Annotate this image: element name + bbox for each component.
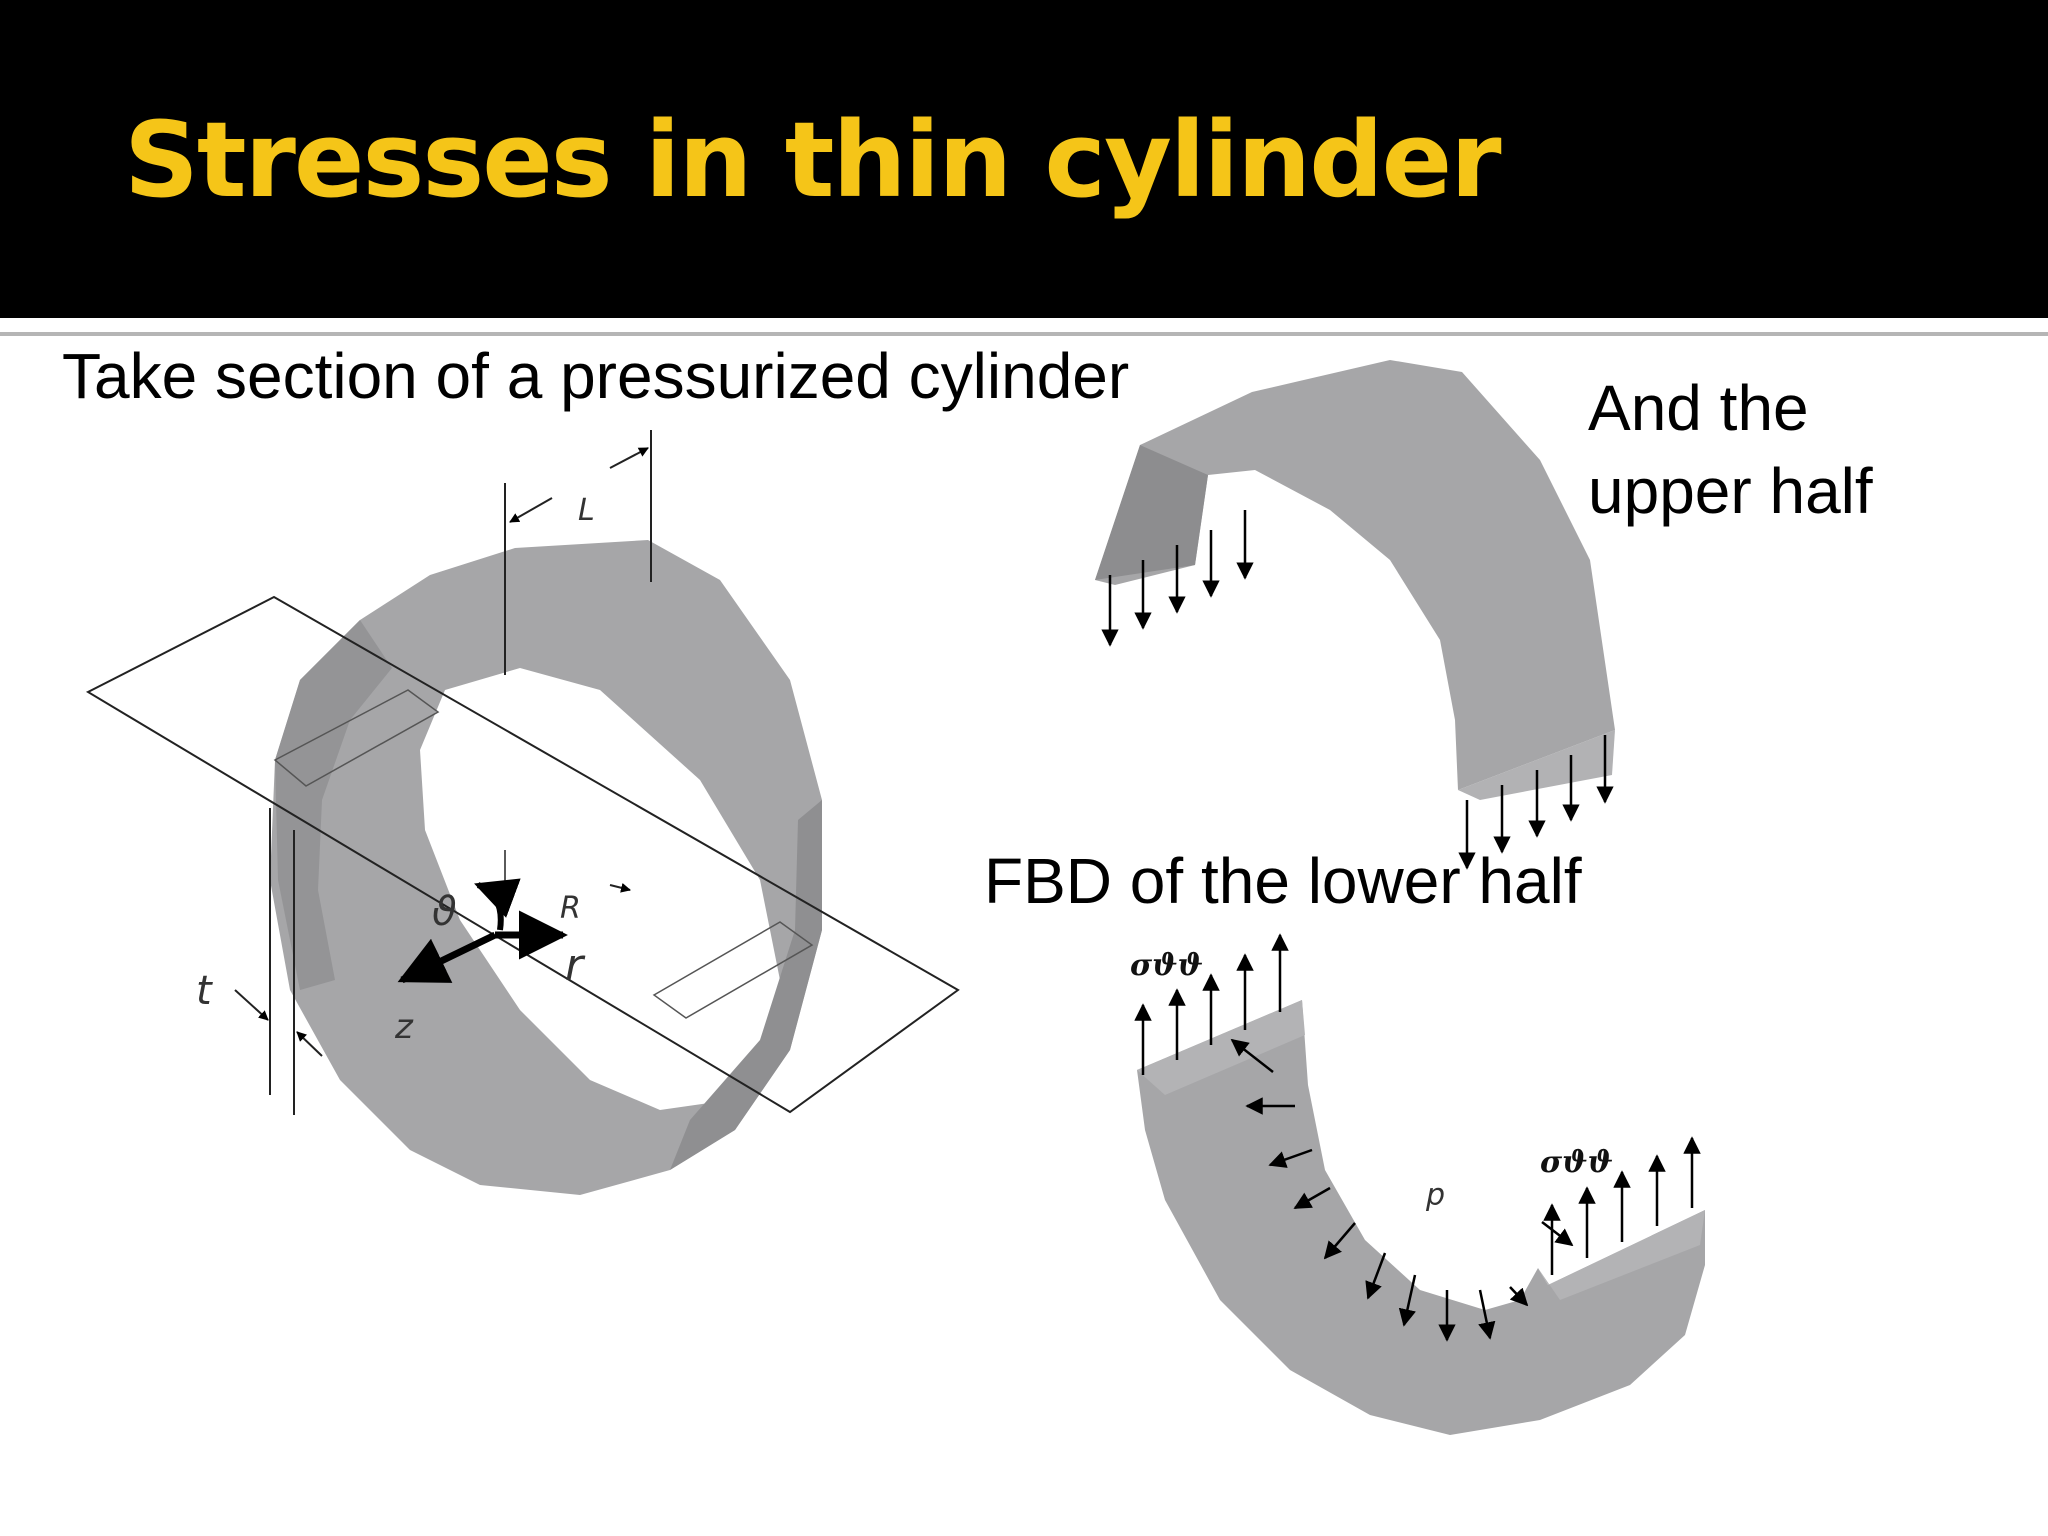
section-patch-right	[652, 921, 814, 1019]
title-bar: Stresses in thin cylinder	[0, 0, 2048, 318]
lower-half-end-face-right	[1538, 1210, 1705, 1300]
lower-half-hoop-arrows	[1134, 933, 1701, 1275]
lower-half-pressure-arrows	[1230, 1038, 1574, 1342]
cylinder-inner-wall	[275, 620, 392, 990]
upper-half-body	[1095, 360, 1615, 790]
label-theta: ϑ	[432, 889, 457, 935]
label-z-axis: z	[394, 1007, 414, 1047]
lower-half-fbd-figure: p σϑϑ σϑϑ	[1130, 933, 1705, 1435]
upper-half-figure	[1095, 360, 1615, 870]
label-thickness: t	[196, 968, 213, 1014]
section-patch-left	[273, 689, 440, 787]
lower-half-end-face-left	[1137, 1000, 1305, 1095]
upper-half-end-face-right	[1458, 730, 1615, 800]
caption-upper-half-line2: upper half	[1588, 455, 1873, 527]
upper-half-stress-arrows	[1101, 510, 1614, 870]
divider-gray	[0, 332, 2048, 336]
label-pressure: p	[1425, 1178, 1445, 1213]
label-hoop-stress-left: σϑϑ	[1130, 948, 1203, 983]
upper-half-end-face	[1095, 445, 1208, 580]
pressurized-cylinder-figure: L R ϑ r z t	[85, 430, 960, 1195]
cylinder-outer-wall	[670, 800, 822, 1170]
label-r-axis: r	[565, 940, 586, 991]
label-radius: R	[560, 891, 581, 926]
slide-title: Stresses in thin cylinder	[124, 99, 1501, 221]
caption-fbd-lower-half: FBD of the lower half	[984, 845, 1582, 917]
divider-white	[0, 318, 2048, 326]
cylinder-ring	[270, 540, 822, 1195]
label-hoop-stress-right: σϑϑ	[1540, 1145, 1613, 1180]
cutting-plane	[85, 595, 960, 1114]
caption-upper-half-line1: And the	[1588, 372, 1809, 444]
caption-section-cylinder: Take section of a pressurized cylinder	[62, 340, 1130, 412]
label-length: L	[578, 493, 595, 528]
lower-half-body	[1137, 1000, 1705, 1435]
